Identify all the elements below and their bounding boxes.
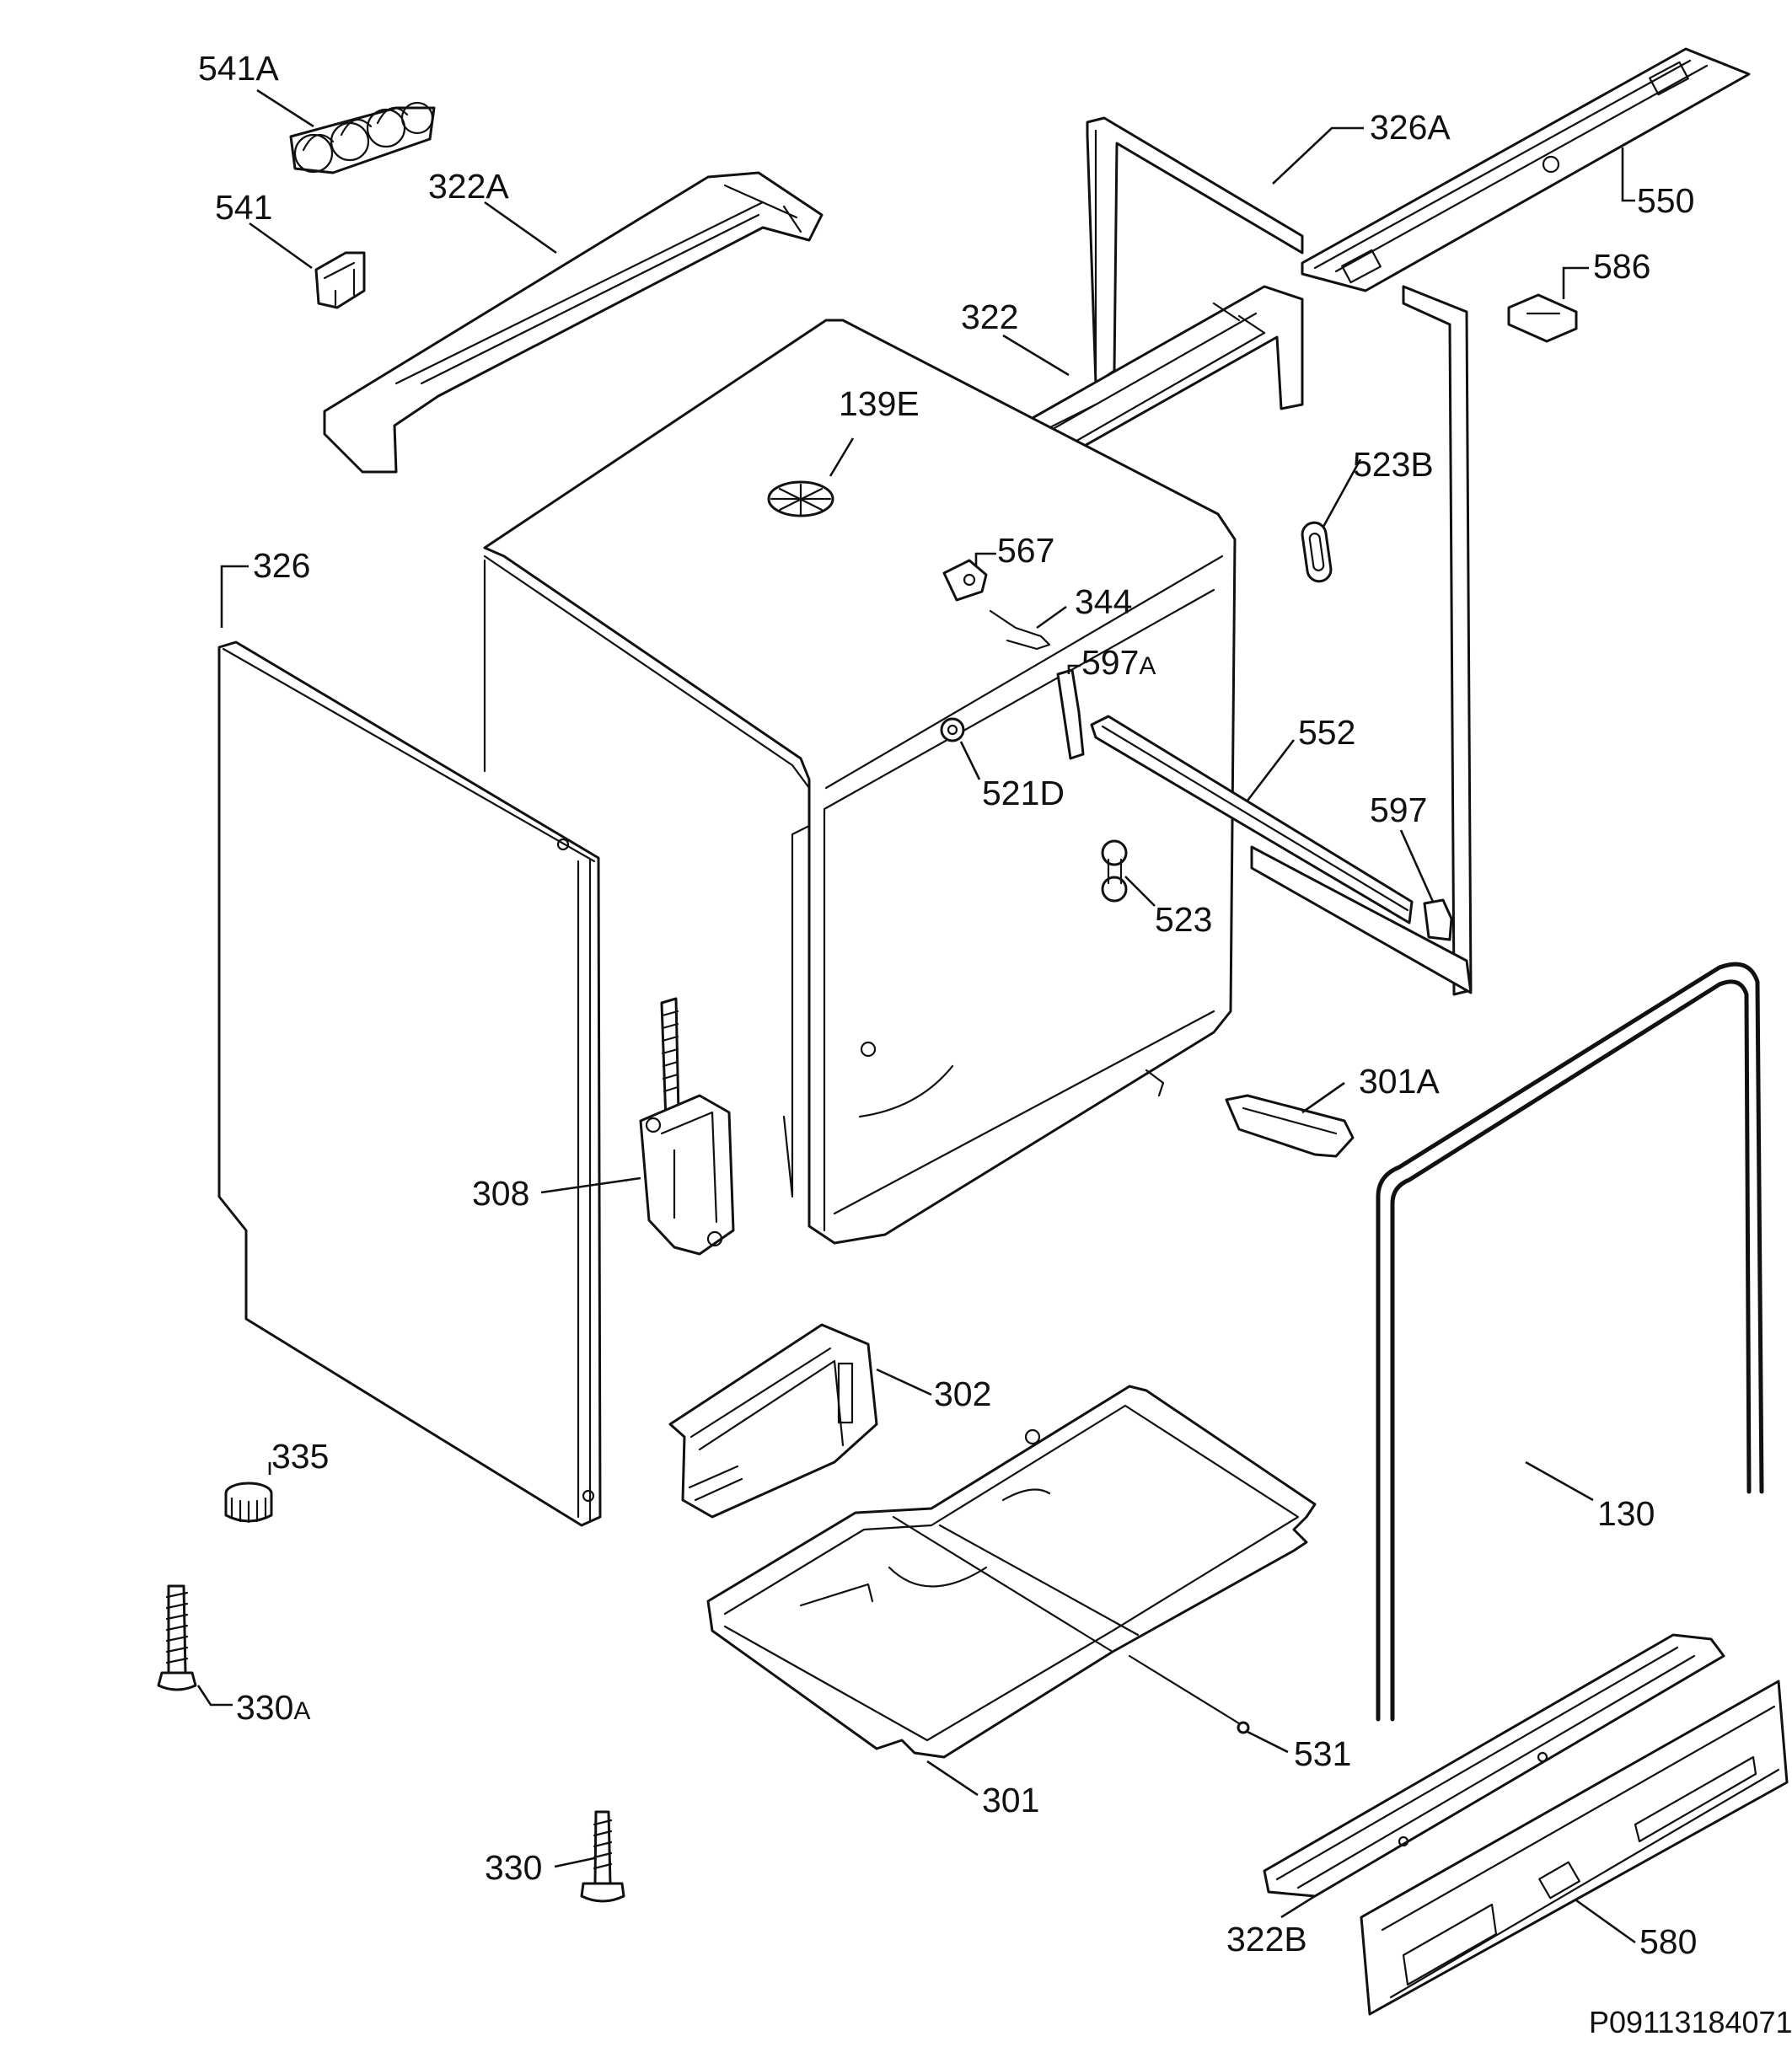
part-531-wire — [1128, 1654, 1250, 1734]
part-326A-side-frame — [1086, 116, 1473, 996]
label-521D: 521D — [982, 774, 1065, 812]
label-326: 326 — [253, 546, 310, 585]
part-326-side-panel — [217, 640, 602, 1527]
label-344: 344 — [1075, 582, 1132, 621]
label-130: 130 — [1597, 1494, 1655, 1533]
part-301-base-frame — [706, 1385, 1317, 1759]
part-302-bracket — [668, 1323, 878, 1519]
label-326A: 326A — [1370, 108, 1451, 147]
label-330A-number: 330 — [236, 1688, 293, 1727]
part-130-door-seal — [1376, 962, 1764, 1722]
part-550-top-strip — [1301, 47, 1751, 292]
label-322: 322 — [961, 297, 1018, 336]
label-541A: 541A — [198, 49, 279, 88]
label-322B: 322B — [1226, 1920, 1307, 1959]
label-301: 301 — [982, 1781, 1039, 1819]
part-330-screw — [580, 1810, 625, 1903]
part-301A-handle — [1225, 1094, 1355, 1158]
label-567: 567 — [997, 531, 1054, 570]
label-586: 586 — [1593, 247, 1650, 286]
part-labels: 541A 541 322A 326A 550 586 322 139E 523B… — [198, 49, 1792, 2039]
label-531: 531 — [1294, 1734, 1351, 1773]
part-308-hinge — [639, 997, 735, 1256]
label-301A: 301A — [1359, 1062, 1440, 1101]
label-541: 541 — [215, 188, 272, 227]
label-552: 552 — [1298, 713, 1355, 752]
part-541A-clip — [289, 101, 436, 174]
label-550: 550 — [1637, 181, 1694, 220]
label-335: 335 — [271, 1437, 329, 1476]
part-139E-nut — [767, 480, 834, 517]
part-586-bracket — [1507, 293, 1578, 343]
part-330A-screw — [157, 1584, 197, 1691]
part-335-foot — [224, 1482, 273, 1524]
label-597A-suffix: A — [1139, 652, 1156, 680]
part-567-clip — [942, 559, 988, 602]
label-597: 597 — [1370, 790, 1427, 829]
part-521D-cap — [940, 717, 965, 742]
part-523-rollers — [1101, 839, 1128, 903]
label-322A: 322A — [428, 167, 509, 206]
label-523: 523 — [1155, 900, 1212, 939]
label-523B: 523B — [1353, 445, 1434, 484]
leader-lines — [196, 88, 1636, 1944]
label-330A: 330A — [236, 1688, 310, 1727]
part-580-kick-plate — [1360, 1680, 1789, 2016]
part-344-wire — [989, 609, 1051, 651]
label-139E: 139E — [839, 384, 920, 423]
label-302: 302 — [934, 1374, 991, 1413]
part-523B-clip — [1301, 521, 1333, 583]
label-308: 308 — [472, 1174, 529, 1213]
label-597A: 597A — [1081, 643, 1156, 682]
part-552-rail — [1090, 715, 1414, 924]
part-322A-front-rail — [323, 171, 824, 474]
label-330A-suffix: A — [293, 1697, 310, 1725]
part-tub-body — [483, 319, 1237, 1245]
drawing-code: P09113184071 — [1589, 2005, 1792, 2039]
part-597-end-clip — [1423, 898, 1453, 941]
label-330: 330 — [485, 1848, 542, 1887]
part-541-bracket — [314, 251, 366, 309]
label-597A-number: 597 — [1081, 643, 1139, 682]
part-322B-lower-rail — [1263, 1633, 1725, 1898]
label-580: 580 — [1639, 1922, 1697, 1961]
